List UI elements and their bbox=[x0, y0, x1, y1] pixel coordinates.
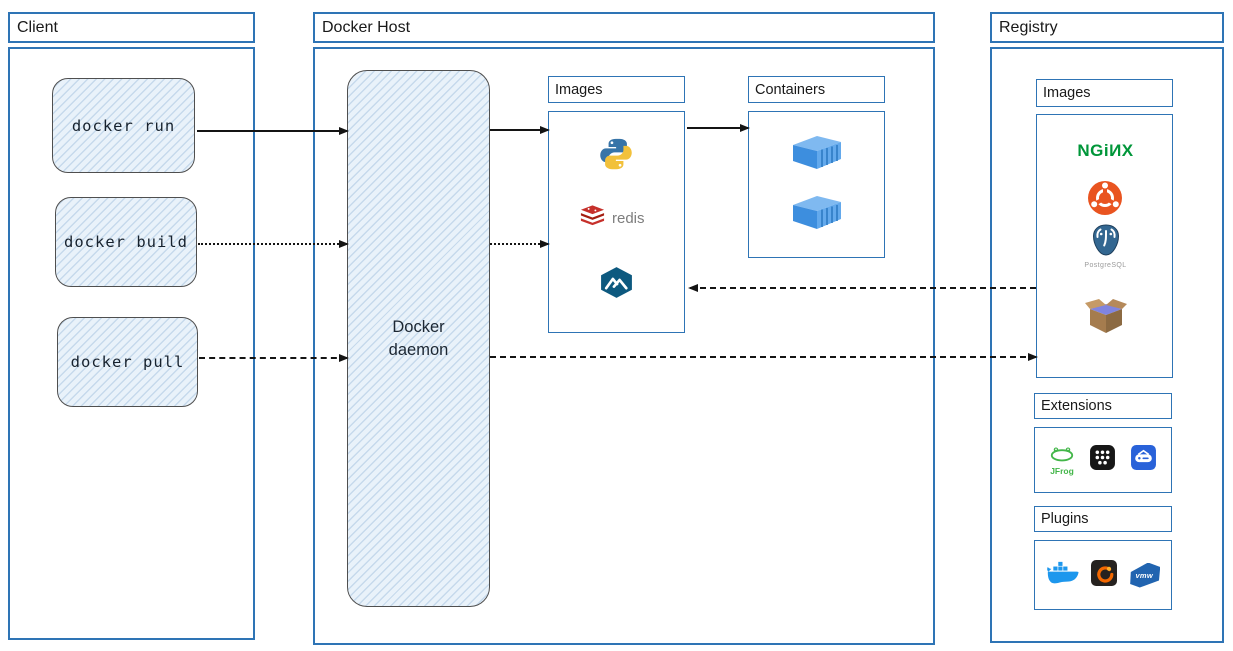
container-icon bbox=[789, 191, 845, 236]
docker-daemon-box: Docker daemon bbox=[347, 70, 490, 607]
registry-images-title: Images bbox=[1043, 85, 1091, 101]
arrow-docker-build-to-daemon bbox=[198, 239, 349, 248]
host-images-title: Images bbox=[555, 81, 603, 98]
drive-icon bbox=[1130, 444, 1157, 476]
container-icon bbox=[789, 131, 845, 176]
arrow-images-to-containers bbox=[687, 123, 750, 132]
jfrog-label: JFrog bbox=[1050, 466, 1074, 477]
docker-build-box: docker build bbox=[55, 197, 197, 287]
docker-host-title: Docker Host bbox=[322, 18, 411, 36]
containers-title: Containers bbox=[755, 81, 826, 98]
docker-host-title-bar: Docker Host bbox=[313, 12, 935, 43]
postgresql-item: PostgreSQL bbox=[1037, 223, 1174, 269]
arrow-daemon-to-registry bbox=[490, 352, 1038, 361]
extensions-title: Extensions bbox=[1041, 398, 1112, 414]
grafana-icon bbox=[1090, 559, 1118, 592]
alpine-icon bbox=[598, 266, 635, 304]
jfrog-icon bbox=[1049, 444, 1075, 467]
registry-title-bar: Registry bbox=[990, 12, 1224, 43]
redis-item: redis bbox=[579, 204, 645, 233]
docker-run-label: docker run bbox=[71, 116, 176, 135]
registry-images-panel: NGiИX PostgreSQL bbox=[1036, 114, 1173, 378]
vmware-icon: vmw bbox=[1130, 562, 1161, 588]
client-title: Client bbox=[17, 18, 58, 36]
app-grid-icon bbox=[1089, 444, 1116, 476]
containers-header: Containers bbox=[748, 76, 885, 103]
plugins-panel: vmw bbox=[1034, 540, 1172, 610]
docker-run-box: docker run bbox=[52, 78, 195, 173]
arrow-docker-pull-to-daemon bbox=[199, 353, 349, 362]
redis-label: redis bbox=[612, 210, 645, 227]
host-images-panel: redis bbox=[548, 111, 685, 333]
docker-pull-box: docker pull bbox=[57, 317, 198, 407]
containers-panel bbox=[748, 111, 885, 258]
jfrog-item: JFrog bbox=[1049, 444, 1075, 476]
arrow-daemon-to-images-dotted bbox=[490, 239, 550, 248]
extensions-panel: JFrog bbox=[1034, 427, 1172, 493]
plugins-title: Plugins bbox=[1041, 511, 1089, 527]
registry-images-header: Images bbox=[1036, 79, 1173, 107]
extensions-header: Extensions bbox=[1034, 393, 1172, 419]
docker-pull-label: docker pull bbox=[70, 353, 185, 371]
redis-icon bbox=[579, 204, 606, 233]
registry-title: Registry bbox=[999, 18, 1058, 36]
vmware-label: vmw bbox=[1135, 570, 1154, 580]
docker-whale-icon bbox=[1046, 559, 1079, 591]
busybox-icon bbox=[1082, 297, 1130, 340]
ubuntu-icon bbox=[1087, 180, 1123, 221]
daemon-label-line2: daemon bbox=[388, 340, 449, 359]
docker-build-label: docker build bbox=[64, 233, 188, 251]
plugins-header: Plugins bbox=[1034, 506, 1172, 532]
postgresql-label: PostgreSQL bbox=[1084, 262, 1127, 269]
nginx-logo: NGiИX bbox=[1077, 141, 1134, 160]
host-images-header: Images bbox=[548, 76, 685, 103]
daemon-label-line1: Docker bbox=[392, 318, 445, 337]
arrow-docker-run-to-daemon bbox=[197, 126, 349, 135]
arrow-registry-to-host-images bbox=[688, 283, 1036, 292]
postgresql-icon bbox=[1089, 223, 1123, 262]
client-title-bar: Client bbox=[8, 12, 255, 43]
python-icon bbox=[598, 136, 634, 177]
arrow-daemon-to-images-solid bbox=[490, 125, 550, 134]
